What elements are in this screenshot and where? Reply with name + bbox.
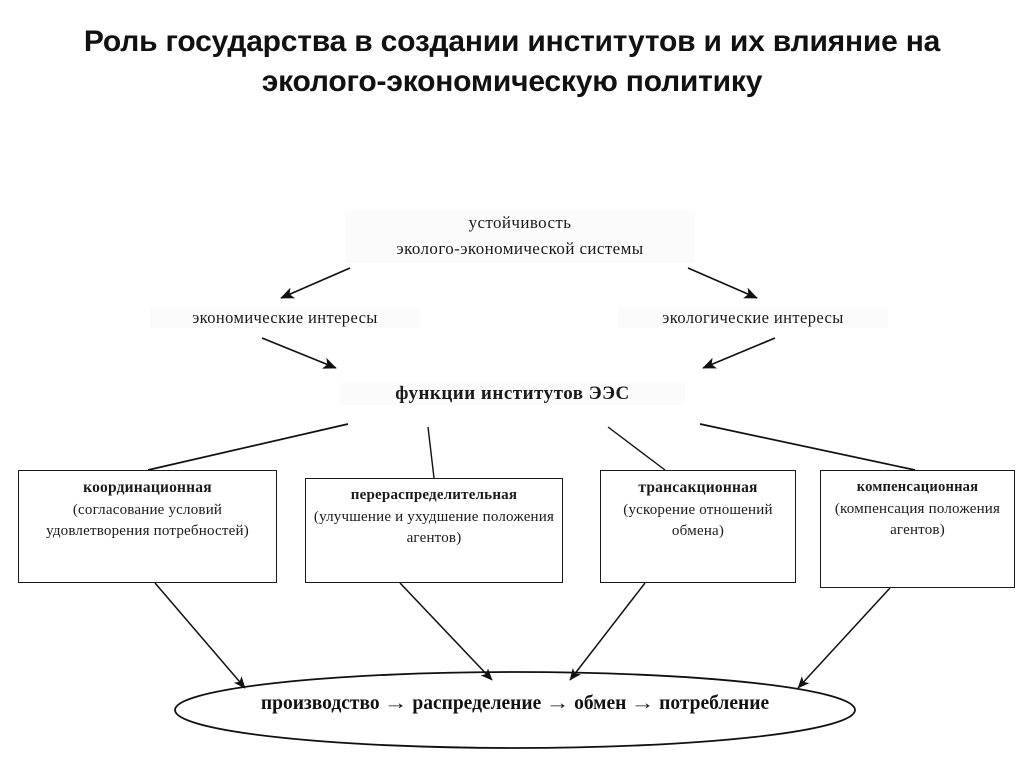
function-box-redistribution: перераспределительная (улучшение и ухудш… [305,478,563,583]
arrow-box-2-to-chain [569,582,646,681]
link-functions-to-box-1 [427,426,435,479]
arrow-box-1-to-chain [399,582,493,681]
link-functions-to-box-2 [607,426,666,471]
node-functions-of-institutions: функции институтов ЭЭС [340,383,685,405]
arrow-stability-to-economic [280,267,351,299]
node-economic-interests: экономические интересы [150,308,420,328]
function-box-title: перераспределительная [350,487,518,503]
function-box-description: (компенсация положения агентов) [834,501,1001,539]
chain-arrow-icon: → [545,693,570,714]
link-functions-to-box-0 [147,423,349,471]
node-stability-line1: устойчивость [468,213,572,232]
function-box-title: координационная [83,479,212,496]
function-box-title: трансакционная [638,479,758,496]
chain-step-distribution: распределение [412,693,542,714]
arrow-box-3-to-chain [797,587,891,689]
function-box-compensation: компенсационная (компенсация положения а… [820,470,1015,588]
node-stability-line2: эколого-экономической системы [396,239,644,259]
arrow-economic-to-functions [261,337,337,369]
function-box-description: (ускорение отношений обмена) [623,502,773,540]
chain-step-exchange: обмен [574,693,627,714]
node-ecological-interests: экологические интересы [618,308,888,328]
chain-arrow-icon: → [630,693,655,714]
process-chain: производство → распределение → обмен → п… [178,693,852,715]
function-box-description: (согласование условий удовлетворения пот… [46,502,249,540]
link-functions-to-box-3 [699,423,916,471]
function-box-title: компенсационная [856,479,979,495]
arrow-ecological-to-functions [702,337,776,369]
arrow-stability-to-ecological [687,267,758,299]
function-box-description: (улучшение и ухудшение положения агентов… [313,509,555,547]
process-ellipse [174,671,856,749]
chain-step-consumption: потребление [659,693,770,714]
function-box-transaction: трансакционная (ускорение отношений обме… [600,470,796,583]
function-box-coordination: координационная (согласование условий уд… [18,470,277,583]
chain-arrow-icon: → [384,693,408,714]
node-stability: устойчивость эколого-экономической систе… [345,210,695,263]
arrow-box-0-to-chain [154,582,246,689]
chain-step-production: производство [260,693,380,714]
page-title: Роль государства в создании институтов и… [83,25,941,98]
